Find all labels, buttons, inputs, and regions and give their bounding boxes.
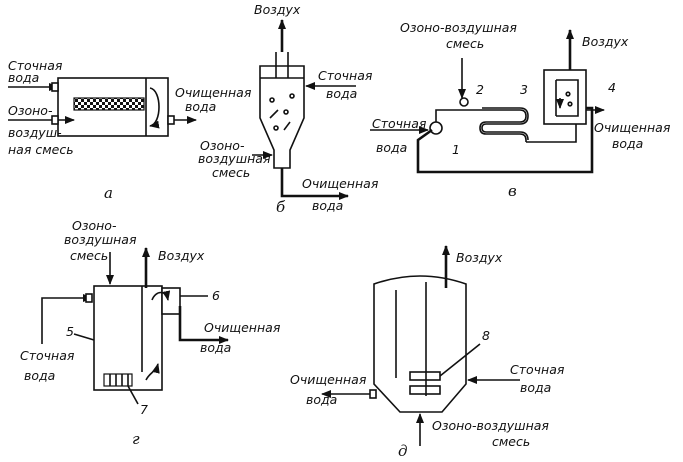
panel-a-out-label-2: вода [185,99,216,114]
panel-v-recycle-line [416,106,594,174]
panel-v-water-label-2: вода [376,140,407,155]
panel-v-air-label: Воздух [582,34,629,49]
panel-b-column [259,65,305,169]
panel-v-water-label-1: Сточная [372,116,427,131]
panel-g-number-5: 5 [66,324,74,339]
panel-a-gas-label-3: ная смесь [8,142,74,157]
panel-d: Воздух Сточная вода Очищенная вода Озоно… [290,245,565,460]
panel-b-gas-label-3: смесь [212,165,250,180]
panel-a-water-label-2: вода [8,70,39,85]
panel-d-out-label-2: вода [306,392,337,407]
panel-b-air-label: Воздух [254,2,301,17]
panel-v-separator [543,69,587,125]
panel-v-pump [429,121,443,135]
panel-v-gas-label-2: смесь [446,36,484,51]
panel-g-outlet-arrow [178,306,229,344]
panel-d-impeller-blade-1 [409,371,441,381]
panel-g-gas-label-2: воздушная [64,232,137,247]
panel-d-gas-label-1: Озоно-воздушная [432,418,549,433]
panel-a-out-label-1: Очищенная [175,85,252,100]
panel-g-number-6: 6 [212,288,220,303]
panel-b-letter: б [276,198,286,216]
panel-v-number-1: 1 [452,142,460,157]
panel-g-overflow-chamber [161,287,181,315]
panel-g-number-7: 7 [140,402,148,417]
panel-a-gas-label-1: Озоно- [8,103,53,118]
panel-d-letter: д [398,442,408,460]
panel-g: Озоно- воздушная смесь Воздух Сточная во… [20,218,281,448]
panel-g-water-label-1: Сточная [20,348,75,363]
panel-d-water-label-2: вода [520,380,551,395]
panel-d-tank [373,275,467,413]
panel-a-diffuser [73,97,145,111]
panel-g-water-label-2: вода [24,368,55,383]
panel-v-coil [479,109,527,142]
panel-g-air-label: Воздух [158,248,205,263]
panel-b: Воздух Сточная вода Озоно- воздушная сме… [198,2,379,216]
panel-a-letter: а [104,184,113,202]
panel-a-gas-label-2: воздуш- [8,125,62,140]
panel-g-gas-label-3: смесь [70,248,108,263]
panel-v-injector [459,97,469,107]
panel-d-out-label-1: Очищенная [290,372,367,387]
panel-v-number-2: 2 [476,82,484,97]
panel-v-out-label-2: вода [612,136,643,151]
panel-g-diffuser [103,373,133,387]
panel-v-letter: в [508,182,517,200]
panel-b-water-label-2: вода [326,86,357,101]
panel-d-gas-label-2: смесь [492,434,530,449]
panel-v-number-3: 3 [520,82,528,97]
panel-b-outlet-arrow [280,168,349,200]
panel-g-out-label-2: вода [200,340,231,355]
panel-b-gas-label-1: Озоно- [200,138,245,153]
panel-b-out-label-1: Очищенная [302,176,379,191]
panel-b-gas-label-2: воздушная [198,151,271,166]
panel-d-air-label: Воздух [456,250,503,265]
panel-d-water-label-1: Сточная [510,362,565,377]
panel-b-out-label-2: вода [312,198,343,213]
panel-v: Озоно-воздушная смесь Воздух Сточная вод… [370,20,671,200]
panel-g-tank [93,285,163,391]
panel-g-water-inlet-arrow [41,294,93,344]
panel-d-impeller-blade-2 [409,385,441,395]
panel-d-number-8: 8 [482,328,490,343]
panel-a: Сточная вода Озоно- воздуш- ная смесь Оч… [8,58,252,202]
panel-b-water-label-1: Сточная [318,68,373,83]
panel-g-out-label-1: Очищенная [204,320,281,335]
panel-a-water-label-1: Сточная [8,58,63,73]
panel-g-gas-label-1: Озоно- [72,218,117,233]
panel-g-letter: г [132,430,140,448]
panel-v-out-label-1: Очищенная [594,120,671,135]
panel-v-gas-label-1: Озоно-воздушная [400,20,517,35]
panel-v-number-4: 4 [608,80,616,95]
